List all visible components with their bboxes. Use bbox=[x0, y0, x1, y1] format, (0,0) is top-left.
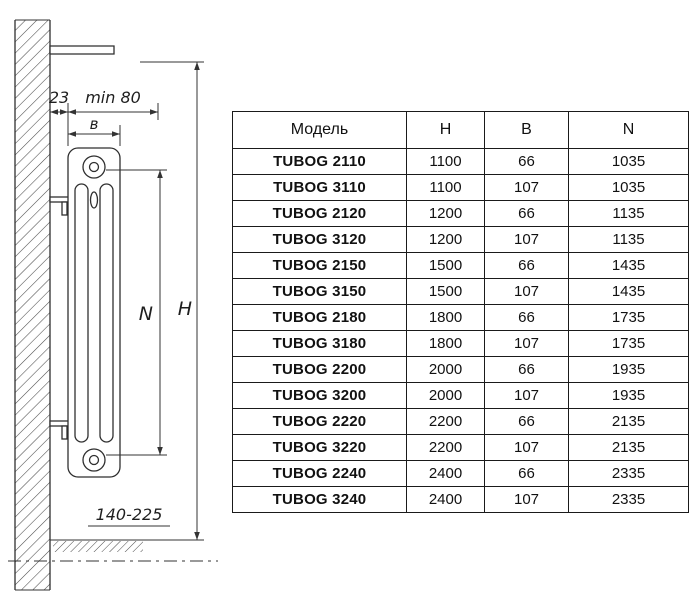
n-cell: 1935 bbox=[568, 382, 689, 409]
model-cell: TUBOG 3110 bbox=[232, 174, 407, 201]
table-header: Модель H B N bbox=[232, 111, 689, 149]
h-cell: 2400 bbox=[406, 460, 485, 487]
dim-label-pitch: N bbox=[139, 303, 153, 325]
b-cell: 107 bbox=[484, 226, 569, 253]
model-cell: TUBOG 2180 bbox=[232, 304, 407, 331]
h-cell: 1800 bbox=[406, 330, 485, 357]
h-cell: 1200 bbox=[406, 200, 485, 227]
model-cell: TUBOG 2240 bbox=[232, 460, 407, 487]
n-cell: 1135 bbox=[568, 200, 689, 227]
col-header-h: H bbox=[406, 111, 485, 149]
b-cell: 66 bbox=[484, 148, 569, 175]
air-vent bbox=[89, 191, 99, 209]
dim-label-floor-clearance: 140-225 bbox=[96, 505, 163, 524]
n-cell: 1735 bbox=[568, 330, 689, 357]
h-cell: 1500 bbox=[406, 278, 485, 305]
n-cell: 1035 bbox=[568, 148, 689, 175]
n-cell: 1935 bbox=[568, 356, 689, 383]
n-cell: 1735 bbox=[568, 304, 689, 331]
col-header-n: N bbox=[568, 111, 689, 149]
b-cell: 107 bbox=[484, 174, 569, 201]
col-header-model: Модель bbox=[232, 111, 407, 149]
h-cell: 1500 bbox=[406, 252, 485, 279]
n-cell: 2135 bbox=[568, 434, 689, 461]
n-cell: 1435 bbox=[568, 278, 689, 305]
model-cell: TUBOG 3220 bbox=[232, 434, 407, 461]
model-cell: TUBOG 3150 bbox=[232, 278, 407, 305]
b-cell: 66 bbox=[484, 200, 569, 227]
model-cell: TUBOG 2110 bbox=[232, 148, 407, 175]
b-cell: 66 bbox=[484, 356, 569, 383]
header-row: Модель H B N bbox=[232, 111, 689, 149]
h-cell: 2200 bbox=[406, 408, 485, 435]
b-cell: 107 bbox=[484, 486, 569, 513]
h-cell: 2000 bbox=[406, 382, 485, 409]
wall-brackets bbox=[49, 196, 70, 440]
b-cell: 107 bbox=[484, 330, 569, 357]
col-header-b: B bbox=[484, 111, 569, 149]
dim-label-height: H bbox=[178, 298, 192, 320]
model-cell: TUBOG 3180 bbox=[232, 330, 407, 357]
radiator-mounting-diagram: 23 min 80 в N H 140-225 bbox=[8, 19, 218, 591]
model-cell: TUBOG 3120 bbox=[232, 226, 407, 253]
b-cell: 107 bbox=[484, 278, 569, 305]
model-cell: TUBOG 2220 bbox=[232, 408, 407, 435]
n-cell: 1435 bbox=[568, 252, 689, 279]
mounting-rail bbox=[49, 45, 115, 55]
n-cell: 1135 bbox=[568, 226, 689, 253]
b-cell: 66 bbox=[484, 304, 569, 331]
h-cell: 2400 bbox=[406, 486, 485, 513]
radiator-tube bbox=[99, 183, 114, 443]
n-cell: 2135 bbox=[568, 408, 689, 435]
b-cell: 66 bbox=[484, 460, 569, 487]
b-cell: 66 bbox=[484, 252, 569, 279]
n-cell: 2335 bbox=[568, 486, 689, 513]
b-cell: 66 bbox=[484, 408, 569, 435]
model-cell: TUBOG 3240 bbox=[232, 486, 407, 513]
dim-label-wall-offset: 23 bbox=[49, 88, 69, 107]
model-cell: TUBOG 2120 bbox=[232, 200, 407, 227]
h-cell: 1100 bbox=[406, 174, 485, 201]
b-cell: 107 bbox=[484, 382, 569, 409]
floor-section bbox=[8, 539, 218, 562]
model-cell: TUBOG 2150 bbox=[232, 252, 407, 279]
b-cell: 107 bbox=[484, 434, 569, 461]
model-cell: TUBOG 2200 bbox=[232, 356, 407, 383]
wall-section bbox=[14, 19, 115, 591]
h-cell: 1200 bbox=[406, 226, 485, 253]
n-cell: 1035 bbox=[568, 174, 689, 201]
h-cell: 2200 bbox=[406, 434, 485, 461]
radiator-tube bbox=[74, 183, 89, 443]
h-cell: 1800 bbox=[406, 304, 485, 331]
dim-label-depth: в bbox=[90, 115, 99, 133]
model-cell: TUBOG 3200 bbox=[232, 382, 407, 409]
h-cell: 2000 bbox=[406, 356, 485, 383]
dimension-lines bbox=[50, 61, 204, 540]
radiator-body bbox=[67, 147, 121, 478]
h-cell: 1100 bbox=[406, 148, 485, 175]
n-cell: 2335 bbox=[568, 460, 689, 487]
dim-label-min-clearance: min 80 bbox=[85, 88, 141, 107]
